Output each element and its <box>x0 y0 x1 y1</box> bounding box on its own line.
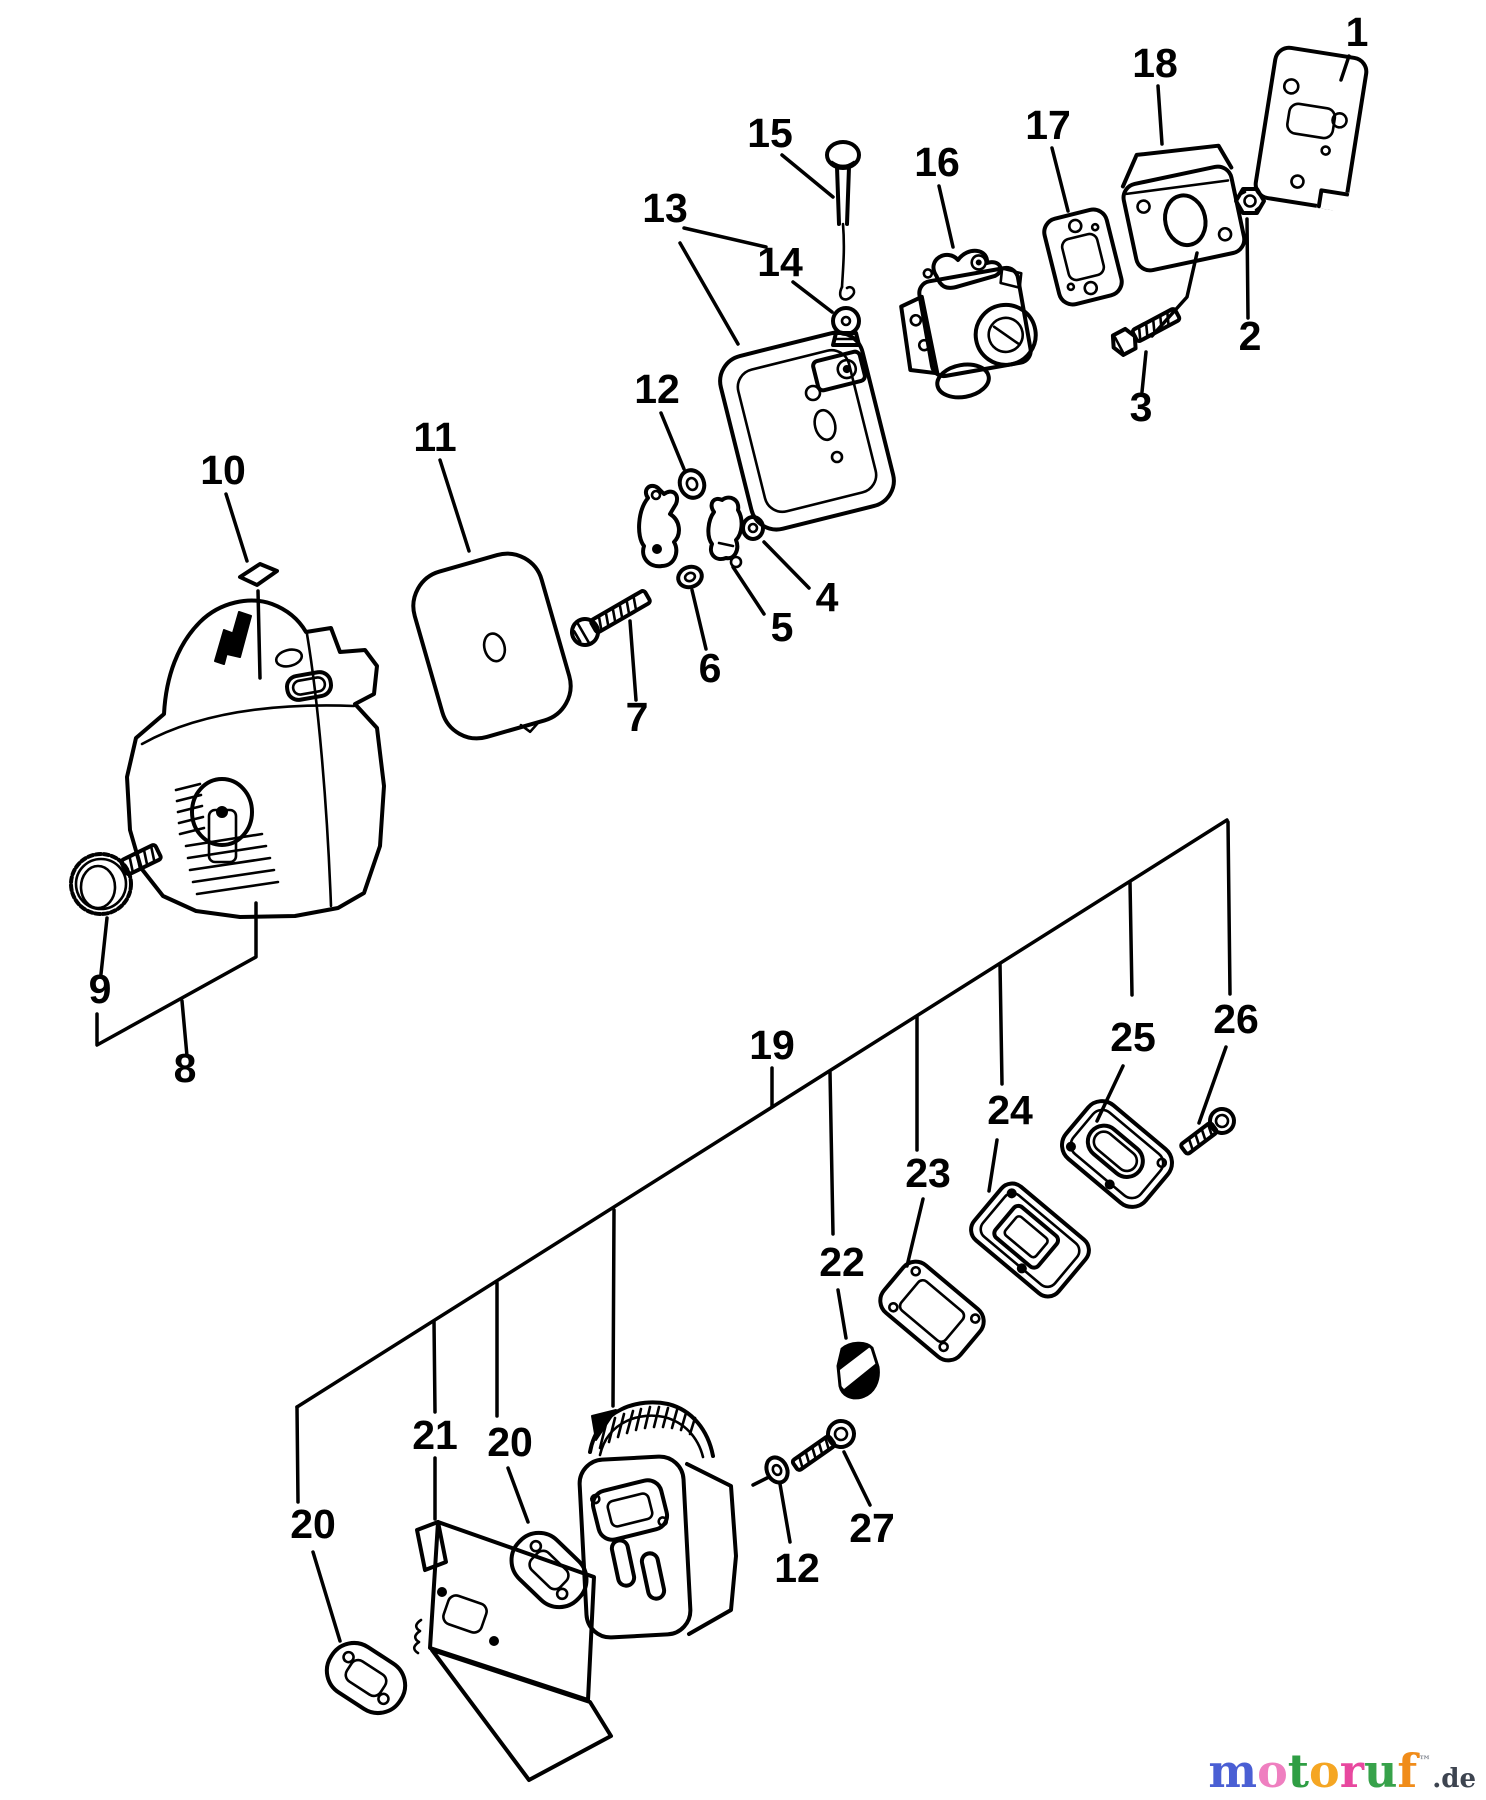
part-label-23: 23 <box>905 1150 951 1196</box>
trademark-symbol: ™ <box>1418 1754 1432 1769</box>
part-22-clip <box>832 1341 880 1400</box>
logo-letter: o <box>1257 1744 1288 1798</box>
leader-lines <box>95 54 1351 1643</box>
part-label-5: 5 <box>771 604 794 650</box>
part-21-heat-shield <box>412 1520 613 1782</box>
part-label-13: 13 <box>642 185 688 231</box>
part-label-15: 15 <box>747 110 793 156</box>
part-label-19: 19 <box>749 1022 795 1068</box>
part-label-3: 3 <box>1130 384 1153 430</box>
part-3-bolt <box>1110 307 1182 357</box>
part-label-12b: 12 <box>774 1545 820 1591</box>
part-17-carburetor-gasket <box>1042 207 1124 307</box>
part-label-7: 7 <box>626 694 649 740</box>
part-10-label-plate <box>238 562 279 587</box>
logo-letter: t <box>1287 1744 1310 1798</box>
part-label-12a: 12 <box>634 366 680 412</box>
part-label-16: 16 <box>914 139 960 185</box>
part-13-air-cleaner-case <box>718 330 896 532</box>
part-4-washer <box>741 515 765 541</box>
part-1-intake-gasket <box>1253 45 1369 213</box>
part-19-muffler <box>577 1400 738 1640</box>
part-label-1: 1 <box>1346 9 1369 55</box>
part-12-washer-top <box>677 468 707 500</box>
part-20-exhaust-gasket-left <box>314 1631 418 1725</box>
part-label-6: 6 <box>699 645 722 691</box>
part-label-4: 4 <box>816 574 839 620</box>
part-2-nut <box>1234 187 1266 215</box>
part-label-18: 18 <box>1132 40 1178 86</box>
part-label-2: 2 <box>1239 313 1262 359</box>
logo-letter: f <box>1397 1744 1418 1798</box>
part-label-10: 10 <box>200 447 246 493</box>
part-23-exhaust-gasket <box>878 1259 986 1363</box>
part-16-carburetor <box>899 248 1038 400</box>
part-18-insulator-block <box>1120 143 1247 273</box>
part-27-bolt <box>790 1419 856 1472</box>
motoruf-logo-suffix: .de <box>1432 1764 1476 1794</box>
part-label-9: 9 <box>89 966 112 1012</box>
part-label-22: 22 <box>819 1239 865 1285</box>
part-8-engine-cover <box>125 598 386 919</box>
part-label-20a: 20 <box>290 1501 336 1547</box>
part-24-exhaust-plate <box>969 1181 1091 1299</box>
part-12-washer-bottom <box>764 1455 790 1485</box>
part-label-26: 26 <box>1213 996 1259 1042</box>
part-15-choke-rod <box>825 140 861 301</box>
part-label-20b: 20 <box>487 1419 533 1465</box>
part-label-8: 8 <box>174 1045 197 1091</box>
part-label-11: 11 <box>413 414 456 460</box>
logo-letter: r <box>1339 1744 1364 1798</box>
logo-letter: m <box>1208 1744 1258 1798</box>
logo-letter: u <box>1363 1744 1398 1798</box>
part-label-25: 25 <box>1110 1014 1156 1060</box>
part-label-24: 24 <box>987 1087 1033 1133</box>
part-label-27: 27 <box>849 1505 895 1551</box>
part-5-choke-plate <box>706 495 744 569</box>
part-6-bracket <box>637 483 704 590</box>
part-25-cover-plate <box>1060 1099 1174 1209</box>
part-label-14: 14 <box>757 239 803 285</box>
part-label-21: 21 <box>412 1412 458 1458</box>
part-26-screw <box>1179 1107 1236 1156</box>
motoruf-logo-letters: motoruf <box>1208 1748 1417 1794</box>
part-11-air-filter <box>411 551 573 741</box>
part-label-17: 17 <box>1025 102 1071 148</box>
part-7-screw <box>570 589 652 647</box>
logo-letter: o <box>1309 1744 1340 1798</box>
part-9-thumb-screw <box>69 843 163 916</box>
